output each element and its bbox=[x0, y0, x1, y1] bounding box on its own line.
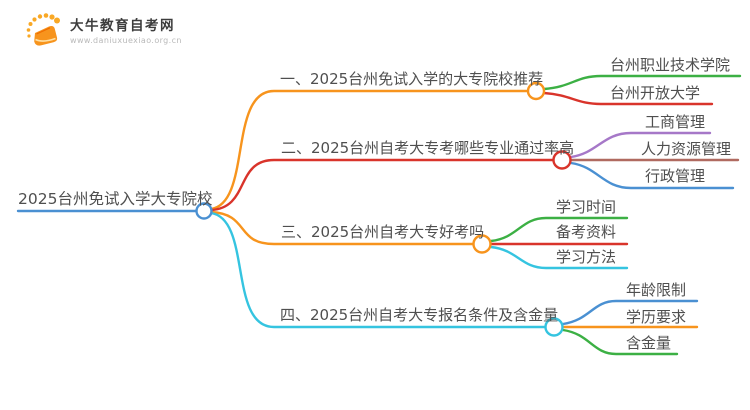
connector-b4-child3 bbox=[561, 328, 679, 356]
connector-b2-child1 bbox=[569, 131, 712, 159]
branch1-child1-label: 台州职业技术学院 bbox=[610, 56, 731, 74]
branch3-node-circle bbox=[472, 234, 492, 254]
site-logo: 大牛教育自考网 www.daniuxuexiao.org.cn bbox=[24, 12, 182, 52]
connector-b1-child2 bbox=[542, 91, 714, 106]
branch1-label: 一、2025台州免试入学的大专院校推荐 bbox=[280, 70, 544, 88]
connector-b3-child3 bbox=[489, 245, 629, 270]
branch4-label: 四、2025台州自考大专报名条件及含金量 bbox=[280, 306, 559, 324]
connector-b1-child1 bbox=[542, 74, 742, 91]
branch1-node-circle bbox=[526, 81, 546, 101]
branch2-label: 二、2025台州自考大专考哪些专业通过率高 bbox=[281, 139, 575, 157]
site-name: 大牛教育自考网 bbox=[70, 18, 175, 34]
branch4-child2-label: 学历要求 bbox=[626, 308, 687, 326]
connector-b3-child1 bbox=[489, 216, 629, 243]
connector-branch4 bbox=[209, 211, 547, 329]
branch3-label: 三、2025台州自考大专好考吗 bbox=[281, 223, 485, 241]
connector-branch3 bbox=[209, 210, 475, 246]
root-node-label: 2025台州免试入学大专院校 bbox=[18, 190, 213, 208]
root-node-circle bbox=[195, 202, 213, 220]
branch3-child2-label: 备考资料 bbox=[556, 223, 617, 241]
branch4-child3-label: 含金量 bbox=[626, 334, 672, 352]
branch2-child1-label: 工商管理 bbox=[645, 113, 706, 131]
book-with-rays-icon bbox=[26, 13, 60, 46]
connector-branch1 bbox=[209, 89, 530, 211]
connector-b4-child1 bbox=[561, 299, 699, 326]
branch2-child3-label: 行政管理 bbox=[645, 167, 706, 185]
connector-b2-child3 bbox=[569, 161, 735, 190]
branch3-child1-label: 学习时间 bbox=[556, 198, 617, 216]
branch3-child3-label: 学习方法 bbox=[556, 248, 617, 266]
branch2-node-circle bbox=[552, 150, 572, 170]
site-url: www.daniuxuexiao.org.cn bbox=[70, 36, 182, 45]
branch4-node-circle bbox=[544, 317, 564, 337]
branch2-child2-label: 人力资源管理 bbox=[641, 140, 732, 158]
branch1-child2-label: 台州开放大学 bbox=[610, 84, 701, 102]
branch4-child1-label: 年龄限制 bbox=[626, 281, 687, 299]
connector-branch2 bbox=[209, 158, 555, 212]
